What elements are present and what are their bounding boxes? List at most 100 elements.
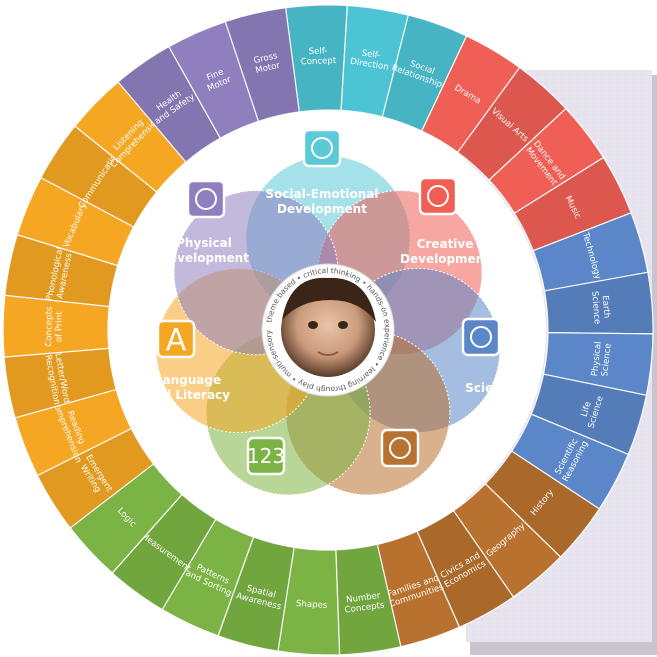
icon-tile: [418, 176, 458, 216]
ring-segment-shade: [218, 537, 295, 652]
domain-title-line: Creative: [417, 237, 474, 251]
icon-glyph: A: [166, 323, 187, 358]
domain-title-line: Development: [400, 252, 490, 266]
ring-segment-shade: [531, 374, 647, 455]
ring-segment-shade: [457, 67, 566, 181]
ring-segment: Music: [513, 156, 632, 252]
ring-segment: History: [484, 450, 601, 558]
domain-petals: [155, 155, 501, 496]
domain-title-line: Development: [159, 251, 249, 265]
frog-icon: [461, 317, 501, 357]
ring-segment-shade: [112, 494, 216, 610]
ring-segment-shade: [40, 126, 157, 227]
icon-glyph: [470, 326, 492, 348]
icon-tile: [461, 317, 501, 357]
ring-segment-label: Self-Concept: [300, 46, 337, 67]
ring-segment-shade: [285, 5, 348, 112]
ring-segment: Vocabulary: [16, 176, 135, 267]
globe-icon: [380, 428, 420, 468]
ring-segment-shade: [382, 15, 467, 131]
hand-icon: [302, 128, 342, 168]
ring-segment: PhonologicalAwareness: [4, 233, 119, 308]
icon-glyph: [427, 185, 449, 207]
ring-segment-label-line: Earth: [600, 295, 612, 319]
domain-title-line: Physical: [176, 236, 232, 250]
ring-segment: Civics andEconomics: [416, 509, 515, 629]
ring-segment-label-line: of Print: [54, 311, 64, 343]
domain-title-social_studies: Social Studies: [360, 493, 455, 507]
ring-segment: ScientificReasoning: [510, 413, 630, 510]
child-photo: [281, 277, 376, 377]
ring-segment-label-line: Science: [600, 343, 614, 377]
ring-segment: EarthScience: [543, 271, 654, 335]
domain-title-line: Social-Emotional: [265, 187, 378, 201]
ring-segment: Self-Concept: [284, 4, 348, 113]
ring-segment-shade: [4, 348, 117, 418]
ring-segment-shade: [118, 46, 221, 163]
ring-segment: Dance andMovement: [488, 107, 605, 215]
icon-glyph: [389, 437, 411, 459]
ring-segment-fill: [224, 7, 300, 123]
domain-title-line: Mathematics: [226, 494, 313, 508]
ring-segment-shade: [37, 428, 154, 528]
ring-segment-label: EarthScience: [589, 290, 612, 325]
ring-segment-label-line: Science: [589, 291, 602, 325]
icon-glyph: [311, 137, 333, 159]
domain-title-line: Development: [277, 202, 367, 216]
icon-glyph: 123: [247, 444, 285, 468]
ring-segment: Measurement: [111, 493, 217, 611]
domain-title-line: and Reasoning: [220, 509, 320, 523]
icon-tile: [186, 179, 226, 219]
ring-segment-label: Shapes: [296, 599, 328, 611]
ring-segment-label-line: Life: [580, 400, 594, 418]
ring-segment: EmergentWriting: [36, 427, 155, 529]
ring-segment: SocialRelationships: [381, 14, 468, 132]
ring-segment: SpatialAwareness: [217, 536, 295, 652]
ring-segment: LifeScience: [530, 373, 648, 456]
domain-icons: 123 A: [156, 128, 501, 476]
ring-segment-label-line: Concepts: [44, 306, 54, 347]
ring-segment-shade: [514, 157, 632, 251]
ring-segment: ListeningComprehension: [74, 81, 187, 193]
ring-segment-shade: [485, 451, 600, 558]
ring-segment-label-line: Self-: [361, 48, 381, 61]
ball-icon: [186, 179, 226, 219]
ring-segment-label-line: Physical: [590, 341, 604, 377]
ring-segment-label: Conceptsof Print: [44, 306, 64, 347]
ring-segment-label-line: Number: [346, 591, 382, 605]
icon-tile: [380, 428, 420, 468]
ring-segment: GrossMotor: [224, 7, 300, 123]
ring-segment: Patternsand Sorting: [161, 518, 255, 637]
ring-segment-shade: [4, 234, 118, 307]
ring-segment-shade: [544, 272, 653, 334]
letter-a-icon: A: [156, 319, 196, 359]
ring-segment-shade: [335, 544, 401, 655]
palette-icon: [418, 176, 458, 216]
icon-tile: [156, 319, 196, 359]
domain-title-science: Science: [465, 381, 517, 395]
ring-segment: Geography: [452, 482, 562, 598]
ring-segment-shade: [225, 7, 300, 122]
numbers-icon: 123: [246, 436, 286, 476]
ring-segment-label-line: Shapes: [296, 599, 328, 611]
ring-segment-label-line: Concept: [300, 56, 337, 67]
icon-glyph: [195, 188, 217, 210]
domain-title-line: Language: [155, 373, 221, 387]
ring-segment: Letter/WordRecognition: [3, 347, 117, 419]
ring-segment-label: PhysicalScience: [590, 341, 614, 378]
ring-segment: NumberConcepts: [335, 543, 402, 656]
icon-tile: [302, 128, 342, 168]
domain-title-line: Science: [465, 381, 517, 395]
domain-title-line: and Literacy: [146, 388, 230, 402]
ring-segment-shade: [417, 510, 514, 628]
ring-segment-label-line: Self-: [308, 46, 327, 57]
domain-title-line: Social Studies: [360, 493, 455, 507]
